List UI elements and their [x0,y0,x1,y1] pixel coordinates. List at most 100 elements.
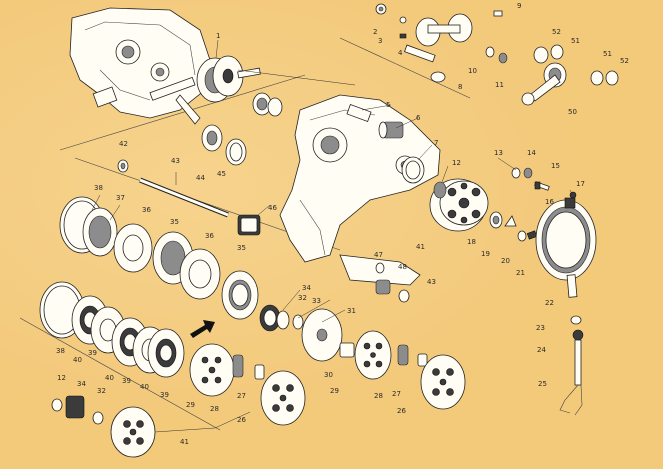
small-crank-parts-2-11 [375,3,508,64]
bushings-47-48 [375,262,410,303]
part-label-33: 33 [312,297,321,305]
part-label-40-a: 40 [73,356,82,364]
seal-7 [401,156,425,184]
bearing-seal-44-45 [201,92,283,166]
part-label-51-right: 51 [603,50,612,58]
part-label-28-left: 28 [210,405,219,413]
bush-30 [339,342,355,358]
part-label-12-upper: 12 [452,159,461,167]
part-label-32-upper: 32 [298,294,307,302]
leader-lines [91,104,574,323]
part-label-5: 5 [386,101,390,109]
gear-hub-32-34 [259,304,304,332]
part-label-29-left: 29 [186,401,195,409]
part-label-45: 45 [217,170,226,178]
part-label-7: 7 [434,139,438,147]
part-label-22: 22 [545,299,554,307]
part-label-37: 37 [116,194,125,202]
part-label-34-upper: 34 [302,284,311,292]
part-label-20: 20 [501,257,510,265]
crankshaft-small [404,13,473,83]
part-label-16: 16 [545,198,554,206]
clutch-bell-41 [429,178,489,232]
part-label-41-lower: 41 [180,438,189,446]
part-label-43-upper: 43 [171,157,180,165]
part-label-42: 42 [119,140,128,148]
part-label-12-lower: 12 [57,374,66,382]
part-label-1: 1 [216,32,220,40]
part-label-6: 6 [416,114,421,122]
crankcase-housing [69,7,211,119]
part-label-27-left: 27 [237,392,246,400]
part-label-47: 47 [374,251,383,259]
part-label-3: 3 [378,37,382,45]
part-label-51-left: 51 [571,37,580,45]
part-label-36-lower: 36 [205,232,214,240]
part-label-48: 48 [398,263,407,271]
part-label-26-left: 26 [237,416,246,424]
part-label-19: 19 [481,250,490,258]
part-label-40-c: 40 [140,383,149,391]
part-label-38-lower: 38 [56,347,65,355]
part-label-23: 23 [536,324,545,332]
clutch-disc-31 [301,308,343,362]
part-label-9: 9 [517,2,521,10]
part-label-40-b: 40 [105,374,114,382]
shaft-43 [139,177,229,218]
part-label-26-right: 26 [397,407,406,415]
crankcase-half-right [279,94,441,286]
part-label-52-left: 52 [552,28,561,36]
connecting-rod-50 [521,44,619,106]
cover-22 [535,197,597,298]
clutch-hub-lower-left [189,343,306,426]
gear-46 [237,214,261,236]
part-number-labels: 1 2 3 4 5 6 7 8 9 10 11 12 12 13 14 15 1… [56,2,629,446]
part-label-39-c: 39 [160,391,169,399]
bolts-13-17 [511,167,577,199]
part-label-35-upper: 35 [170,218,179,226]
assembly-direction-arrow [190,320,215,338]
part-label-46: 46 [268,204,277,212]
bottom-left-assembly [51,395,251,458]
part-label-11: 11 [495,81,504,89]
part-label-28-right: 28 [374,392,383,400]
part-label-36-upper: 36 [142,206,151,214]
part-label-25: 25 [538,380,547,388]
part-label-10: 10 [468,67,477,75]
part-label-13: 13 [494,149,503,157]
part-label-4: 4 [398,49,403,57]
kickstart-23-25 [559,315,584,416]
clutch-hub-right [354,330,466,410]
sleeves-5-6 [346,104,404,139]
part-label-43-lower: 43 [427,278,436,286]
part-label-17: 17 [576,180,585,188]
part-label-35-lower: 35 [237,244,246,252]
part-label-38-upper: 38 [94,184,103,192]
clutch-plates-upper [59,196,259,320]
bushing-42 [117,159,129,173]
crankshaft-assembly [149,39,356,125]
gear-12-upper [433,181,447,199]
part-label-44: 44 [196,174,205,182]
part-label-15: 15 [551,162,560,170]
part-label-14: 14 [527,149,536,157]
clutch-plates-lower [39,281,185,378]
part-label-21: 21 [516,269,525,277]
part-label-39-a: 39 [88,349,97,357]
small-parts-18-21 [489,211,538,242]
part-label-39-b: 39 [122,377,131,385]
part-label-34-lower: 34 [77,380,86,388]
part-label-41-upper: 41 [416,243,425,251]
part-label-30: 30 [324,371,333,379]
part-label-2: 2 [373,28,377,36]
part-label-18: 18 [467,238,476,246]
part-label-31: 31 [347,307,356,315]
part-label-29-right: 29 [330,387,339,395]
part-label-27-right: 27 [392,390,401,398]
part-label-50: 50 [568,108,577,116]
part-label-24: 24 [537,346,546,354]
part-label-32-lower: 32 [97,387,106,395]
part-label-8: 8 [458,83,462,91]
